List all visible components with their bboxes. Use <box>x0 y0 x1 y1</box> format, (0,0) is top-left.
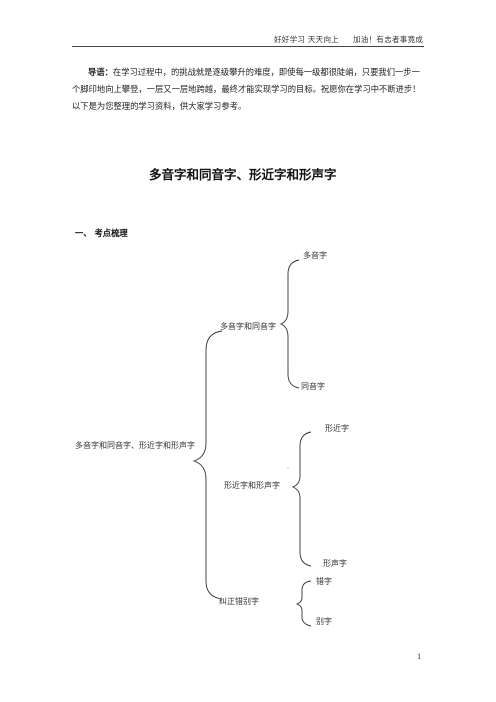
header-motto-right: 加油！有志者事竟成 <box>353 35 424 44</box>
branch2-brace <box>291 431 312 567</box>
leaf-phonosemantic: 形声字 <box>323 559 347 568</box>
intro-label: 导语： <box>88 67 113 77</box>
stray-dot <box>287 467 289 469</box>
leaf-homophone: 同音字 <box>301 382 325 391</box>
header-rule <box>72 46 424 47</box>
leaf-polyphone: 多音字 <box>303 251 327 260</box>
leaf-wrong-character: 错字 <box>316 577 332 586</box>
intro-paragraph: 导语：在学习过程中，的挑战就是逐级攀升的难度，即使每一级都很陡峭，只要我们一步一… <box>72 64 424 115</box>
root-brace <box>192 330 223 600</box>
branch1-brace <box>279 259 300 389</box>
branch-correct-typos: 纠正错别字 <box>219 597 259 606</box>
branch-similar-phonosemantic: 形近字和形声字 <box>224 481 280 490</box>
leaf-similar-form: 形近字 <box>325 424 349 433</box>
section-heading: 一、 考点梳理 <box>75 228 128 238</box>
branch3-brace <box>295 580 312 627</box>
header-motto-left: 好好学习 天天向上 <box>274 35 340 44</box>
intro-text: 在学习过程中，的挑战就是逐级攀升的难度，即使每一级都很陡峭，只要我们一步一个脚印… <box>72 67 421 111</box>
page-number: 1 <box>417 653 422 661</box>
branch-polyphone-homophone: 多音字和同音字 <box>220 322 276 331</box>
page-title: 多音字和同音字、形近字和形声字 <box>149 167 337 182</box>
leaf-misused-character: 别字 <box>316 617 332 626</box>
tree-root-label: 多音字和同音字、形近字和形声字 <box>75 441 195 450</box>
